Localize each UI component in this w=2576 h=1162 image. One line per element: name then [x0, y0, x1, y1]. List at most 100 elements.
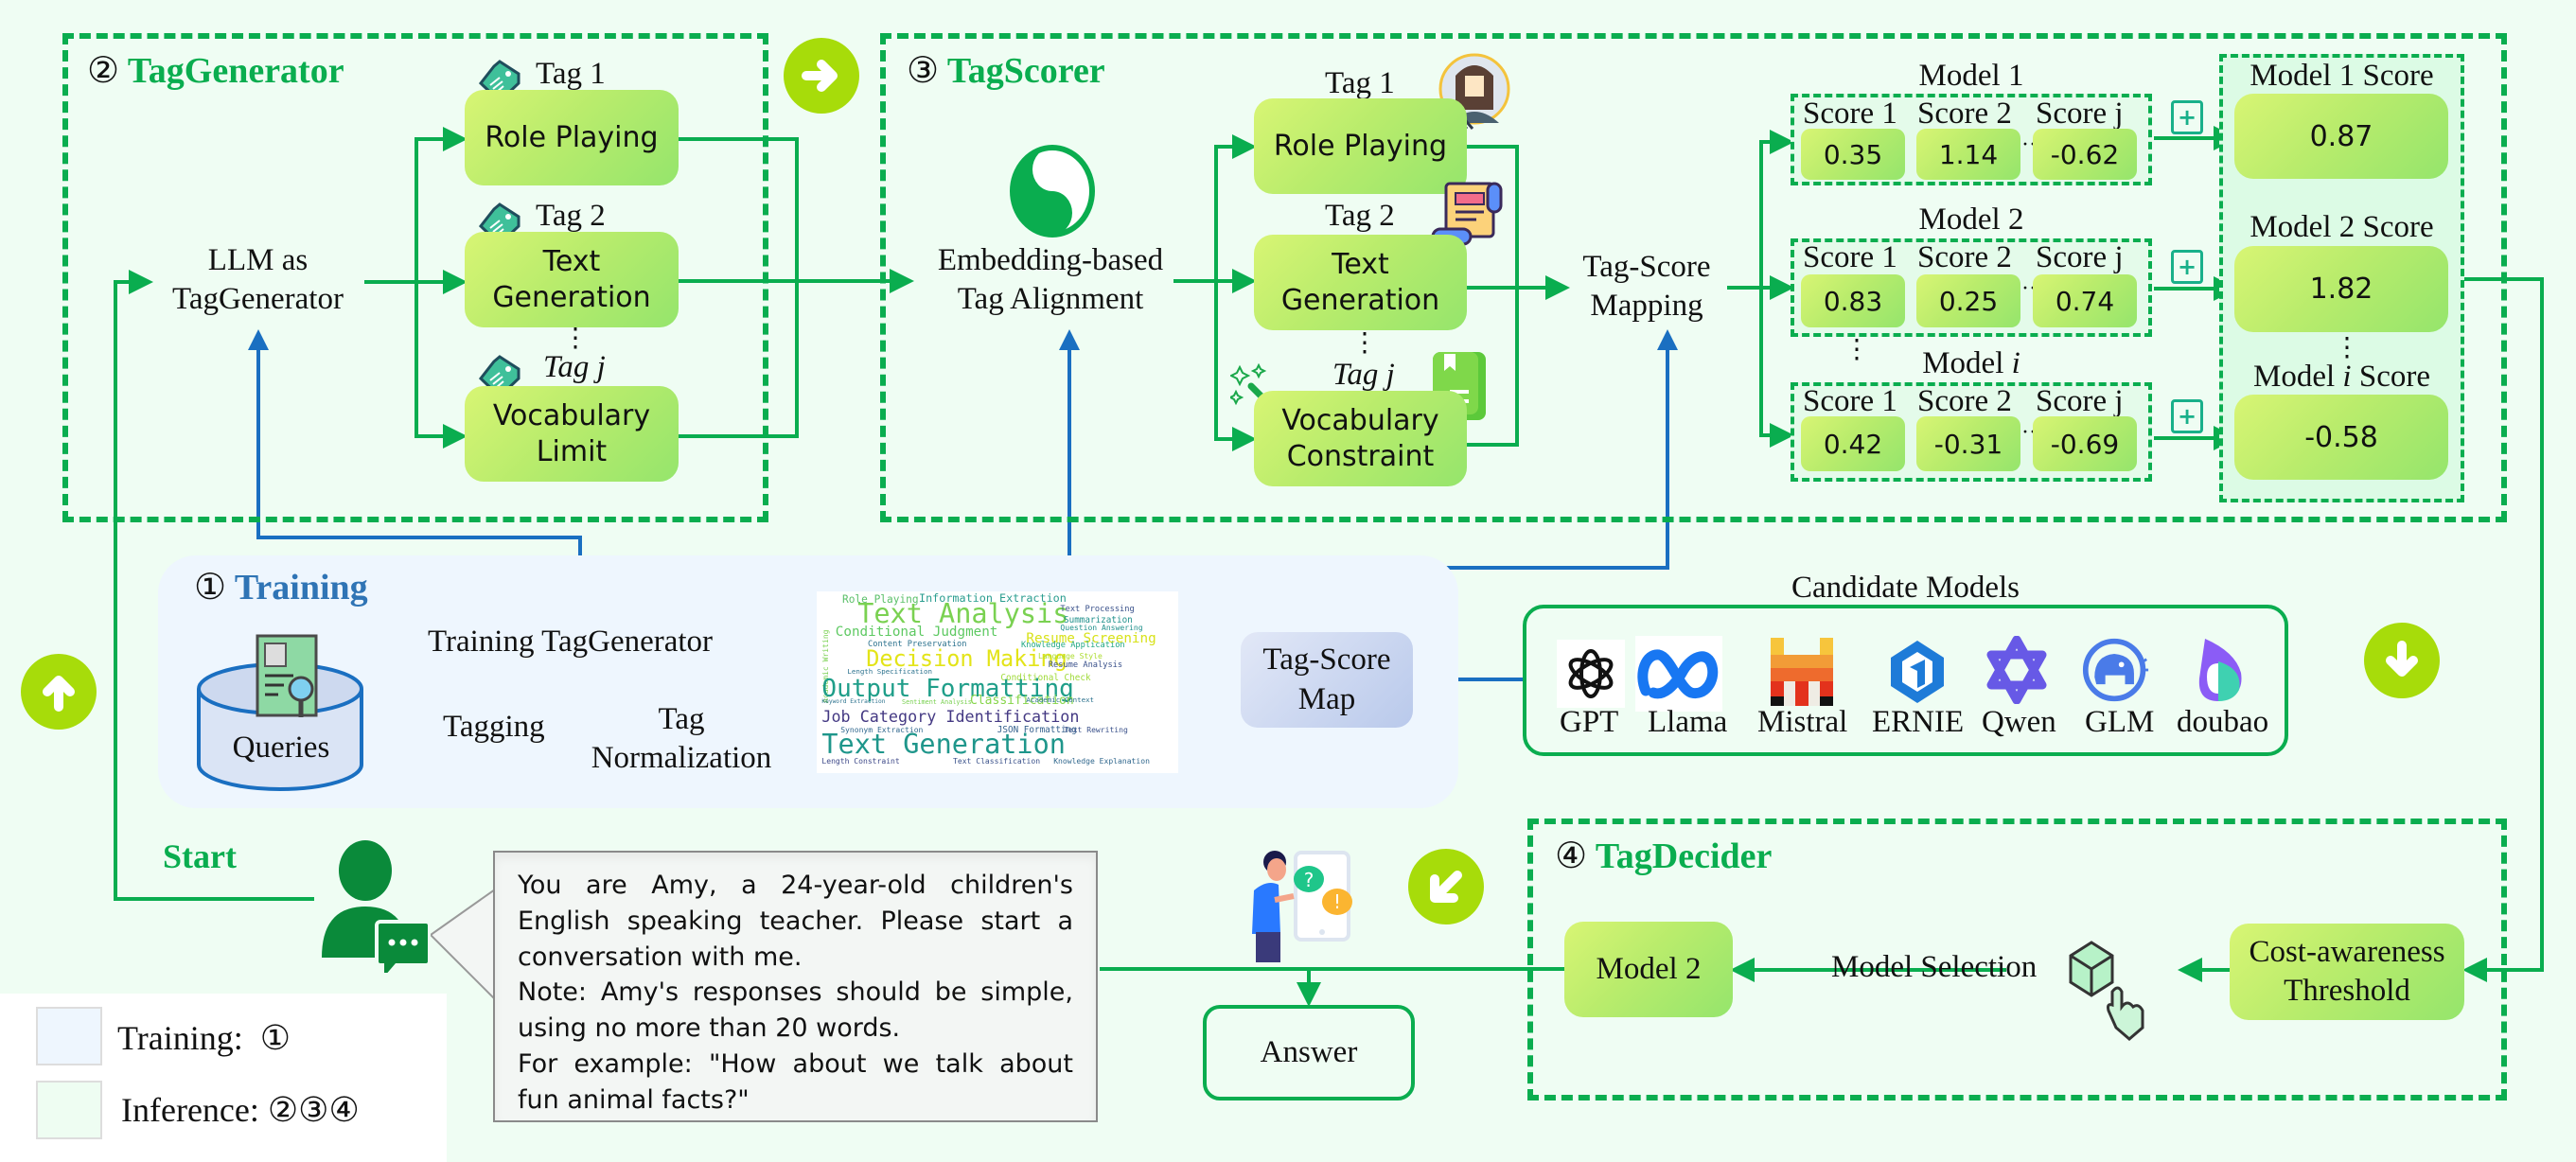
- ellipsis: ⋮: [562, 324, 589, 353]
- selected-model-box: Model 2: [1564, 922, 1733, 1017]
- start-loop-line: [114, 270, 314, 901]
- legend-text: Inference:: [121, 1091, 259, 1129]
- ellipsis: ⋮: [1351, 328, 1378, 358]
- tag-generator-title: ② TagGenerator: [87, 49, 344, 92]
- alignment-line2: Tag Alignment: [957, 282, 1144, 317]
- tag-normalization-label: Tag Normalization: [587, 700, 776, 779]
- yin-yang-icon: [1010, 145, 1095, 238]
- model-total-score: -0.58: [2234, 395, 2448, 480]
- svg-text:?: ?: [1304, 869, 1314, 891]
- word-cloud-word: Knowledge Explanation: [1053, 757, 1150, 766]
- start-label: Start: [163, 837, 237, 875]
- legend-steps: ②③④: [267, 1091, 360, 1129]
- tag-text: Text: [542, 245, 601, 278]
- model-logo-label: doubao: [2177, 705, 2269, 739]
- tag-decider-title: ④ TagDecider: [1555, 835, 1772, 877]
- tag-text: Role Playing: [485, 120, 659, 154]
- tag-text: Vocabulary: [1281, 404, 1439, 437]
- qwen-logo-icon: [1983, 636, 2051, 704]
- word-cloud-word: Synonym Extraction: [840, 725, 924, 734]
- candidate-models-title: Candidate Models: [1791, 571, 2020, 605]
- model-logo-label: GPT: [1560, 705, 1619, 739]
- score-value: -0.62: [2033, 129, 2137, 180]
- queries-database-icon: [197, 634, 363, 791]
- model-logo-label: Mistral: [1757, 705, 1848, 739]
- mapping-line2: Mapping: [1590, 289, 1703, 324]
- step-number: ①: [194, 568, 227, 607]
- step-number: ②: [87, 51, 120, 91]
- ernie-logo-icon: [1883, 638, 1951, 706]
- word-cloud-word: Classification: [970, 694, 1074, 709]
- step-number: ④: [1555, 836, 1588, 876]
- map-line1: Tag-Score: [1262, 643, 1391, 678]
- tag-text: Role Playing: [1273, 129, 1448, 163]
- word-cloud-word: Question Answering: [1060, 623, 1143, 632]
- word-cloud-word: Text Processing: [1060, 605, 1135, 615]
- word-cloud-word: Text Rewriting: [1064, 725, 1128, 734]
- model-selection-label: Model Selection: [1831, 950, 2038, 984]
- score-header: Score j: [2036, 384, 2124, 418]
- tag-scorer-title: ③ TagScorer: [907, 49, 1105, 92]
- tag-text: Constraint: [1286, 439, 1435, 473]
- doubao-logo-icon: [2186, 636, 2254, 704]
- plus-icon: +: [2171, 399, 2203, 433]
- llm-label-line2: TagGenerator: [172, 282, 344, 317]
- word-cloud-word: Information Extraction: [919, 591, 1067, 606]
- word-cloud-word: Sentiment Analysis: [902, 697, 972, 706]
- scorer-tag-box-role-playing: Role Playing: [1254, 98, 1467, 194]
- answer-box: Answer: [1203, 1005, 1415, 1100]
- svg-text:!: !: [1333, 890, 1341, 913]
- model-name: Model 2: [1918, 202, 2024, 237]
- prompt-bubble: You are Amy, a 24-year-old children's En…: [493, 851, 1098, 1122]
- model-score-label: Model 1 Score: [2250, 59, 2434, 93]
- model-name: Model 1: [1918, 59, 2024, 93]
- tag-generator-section: [62, 33, 768, 522]
- score-header: Score 1: [1803, 384, 1897, 418]
- word-cloud-word: Conditional Check: [1000, 673, 1091, 683]
- model-total-score: 0.87: [2234, 94, 2448, 179]
- legend-inference-label: Inference: ②③④: [121, 1090, 360, 1130]
- score-header: Score 2: [1917, 97, 2012, 131]
- model-logo-label: Qwen: [1982, 705, 2056, 739]
- prompt-note: Note: Amy's responses should be simple, …: [518, 977, 1073, 1044]
- alignment-line1: Embedding-based: [937, 243, 1164, 277]
- legend-training-label: Training: ①: [117, 1018, 291, 1058]
- tag-text: Generation: [492, 280, 651, 314]
- section-title-text: TagGenerator: [127, 51, 344, 91]
- step-number: ③: [907, 51, 940, 91]
- llama-logo-icon: [1635, 636, 1722, 712]
- normalization-line1: Tag: [658, 702, 705, 736]
- answer-label: Answer: [1260, 1034, 1358, 1069]
- score-header: Score 2: [1917, 384, 2012, 418]
- word-cloud-word: Text Generation: [821, 729, 1066, 761]
- threshold-line1: Cost-awareness: [2249, 934, 2445, 969]
- word-cloud-word: Content Preservation: [868, 640, 967, 650]
- word-cloud-word: Job Category Identification: [821, 707, 1080, 727]
- score-value: 1.14: [1916, 129, 2020, 180]
- tag-label: Tag j: [543, 350, 606, 384]
- plus-icon: +: [2171, 250, 2203, 284]
- model-score-label: Model 2 Score: [2250, 210, 2434, 244]
- legend-training-swatch: [36, 1007, 102, 1065]
- prompt-text: You are Amy, a 24-year-old children's En…: [518, 871, 1073, 972]
- normalization-line2: Normalization: [591, 741, 772, 776]
- score-header: Score j: [2036, 240, 2124, 274]
- score-value: 0.83: [1801, 274, 1905, 327]
- queries-label: Queries: [232, 731, 330, 765]
- word-cloud-word: Resume Analysis: [1048, 660, 1123, 671]
- word-cloud-word: Keyword Extraction: [821, 697, 886, 705]
- speech-bubble-tail: [431, 889, 496, 1000]
- tag-label: Tag 2: [536, 199, 606, 233]
- word-cloud-word: Summarization: [1064, 614, 1133, 625]
- word-cloud-word: Resume Screening: [1026, 630, 1156, 646]
- word-cloud-word: Academic Context: [1026, 695, 1095, 705]
- user-chat-icon: [322, 840, 432, 973]
- score-header: Score 2: [1917, 240, 2012, 274]
- section-title-text: Training: [234, 568, 368, 607]
- tag-label: Tag j: [1332, 358, 1395, 392]
- model-total-score: 1.82: [2234, 246, 2448, 332]
- llm-label-line1: LLM as: [207, 243, 309, 277]
